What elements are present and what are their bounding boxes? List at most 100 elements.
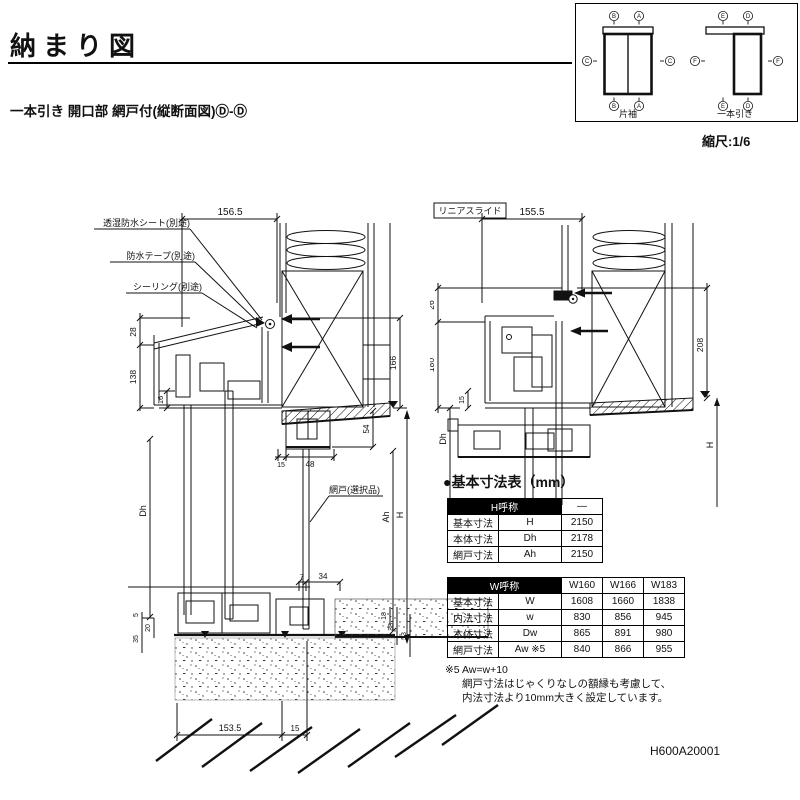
dim-label-15b: 15 <box>291 724 300 733</box>
title-underline <box>8 62 572 64</box>
marker-letter: E <box>721 104 725 110</box>
dim-label-180: 180 <box>430 358 436 372</box>
marker-letter: B <box>612 104 616 110</box>
marker-letter: F <box>693 59 697 65</box>
table-row: 本体寸法 Dh 2178 <box>447 530 603 547</box>
footnote-line: 内法寸法より10mm大きく設定しています。 <box>462 692 669 704</box>
section-subtitle: 一本引き 開口部 網戸付(縦断面図)Ⓓ-Ⓓ <box>10 104 247 119</box>
dim-label-h: H <box>395 512 405 519</box>
row-name: 本体寸法 <box>447 530 499 547</box>
table-row: 網戸寸法 Aw ※5 840 866 955 <box>447 641 685 658</box>
row-name: 基本寸法 <box>447 593 499 610</box>
row-symbol: Dw <box>498 625 562 642</box>
dim-label-18: 18 <box>381 612 388 620</box>
floor-and-deck <box>159 402 391 425</box>
dim-right-chain <box>577 283 720 507</box>
dim-label-top-width: 155.5 <box>519 207 544 218</box>
dim-right-chain <box>146 314 410 644</box>
head-frame-profile <box>484 290 590 505</box>
dim-label-28: 28 <box>128 327 138 337</box>
callout-leaders <box>94 228 275 329</box>
marker-letter: D <box>746 14 751 20</box>
w-table-col: W160 <box>561 577 603 594</box>
key-label-katasode: 片袖 <box>619 108 637 119</box>
callout-waterproof-sheet: 透湿防水シート(別途) <box>103 217 190 228</box>
h-table-header: H呼称 <box>447 498 562 515</box>
dim-label-top-width: 156.5 <box>217 207 242 218</box>
row-value: 1838 <box>643 593 685 610</box>
row-value: 955 <box>643 641 685 658</box>
row-symbol: Dh <box>498 530 562 547</box>
row-value: 840 <box>561 641 603 658</box>
row-name: 網戸寸法 <box>447 641 499 658</box>
dim-label-20: 20 <box>145 624 152 632</box>
footnote-line: ※5 Aw=w+10 <box>445 664 508 676</box>
row-symbol: W <box>498 593 562 610</box>
row-value: 866 <box>602 641 644 658</box>
row-value: 856 <box>602 609 644 626</box>
h-dimension-table: H呼称 ― 基本寸法 H 2150 本体寸法 Dh 2178 網戸寸法 Ah 2… <box>447 498 603 563</box>
callout-screen-door: 網戸(選択品) <box>329 484 380 495</box>
marker-letter: E <box>721 14 725 20</box>
footnote-line: 網戸寸法はじゃくりなしの額縁も考慮して、 <box>462 678 672 690</box>
row-value: 891 <box>602 625 644 642</box>
table-row: 基本寸法 W 1608 1660 1838 <box>447 593 685 610</box>
page-title: 納まり図 <box>10 31 143 61</box>
dim-label-15: 15 <box>459 396 466 404</box>
sill-foundation <box>128 578 489 701</box>
dim-bottom-width <box>173 641 311 741</box>
dim-label-35: 35 <box>133 635 140 643</box>
row-value: 830 <box>561 609 603 626</box>
row-value: 865 <box>561 625 603 642</box>
row-symbol: w <box>498 609 562 626</box>
wall-construction <box>279 223 391 408</box>
dim-top-width <box>478 213 586 303</box>
row-value: 2178 <box>561 530 603 547</box>
key-diagram-katasode <box>582 11 676 112</box>
left-section-drawing: 156.5 透湿防水シート(別途) 防水テープ(別途) シーリング(別途) 網戸… <box>94 207 499 774</box>
dimension-table-section: ●基本寸法表（mm） H呼称 ― 基本寸法 H 2150 本体寸法 Dh 217… <box>443 472 693 705</box>
marker-letter: A <box>637 14 641 20</box>
dim-label-dh: Dh <box>138 505 148 517</box>
table-row: 内法寸法 w 830 856 945 <box>447 609 685 626</box>
w-table-col: W183 <box>643 577 685 594</box>
dim-label-208: 208 <box>695 338 705 352</box>
dim-label-15a: 15 <box>277 462 285 469</box>
w-dimension-table: W呼称 W160 W166 W183 基本寸法 W 1608 1660 1838… <box>447 577 685 658</box>
row-name: 内法寸法 <box>447 609 499 626</box>
section-key-box: B A C C B A E D F F E D 片袖 一本引き <box>575 3 798 122</box>
row-name: 基本寸法 <box>447 514 499 531</box>
marker-letter: C <box>585 59 590 65</box>
marker-letter: A <box>637 104 641 110</box>
table-row: 基本寸法 H 2150 <box>447 514 603 531</box>
dim-label-53: 53 <box>401 632 408 640</box>
dim-label-54: 54 <box>362 424 371 433</box>
w-table-col: W166 <box>602 577 644 594</box>
table-row: 本体寸法 Dw 865 891 980 <box>447 625 685 642</box>
document-code: H600A20001 <box>650 744 721 758</box>
dim-label-38: 38 <box>388 623 395 631</box>
dim-label-26: 26 <box>430 300 436 310</box>
dim-label-138: 138 <box>128 370 138 384</box>
row-symbol: Ah <box>498 546 562 563</box>
row-symbol: Aw ※5 <box>498 641 562 658</box>
ground-hatch <box>155 704 499 774</box>
marker-letter: C <box>668 59 673 65</box>
dim-label-h: H <box>705 442 715 449</box>
marker-letter: B <box>612 14 616 20</box>
dim-label-16: 16 <box>156 396 165 404</box>
dim-label-48: 48 <box>306 460 315 469</box>
sill-profile <box>447 418 591 458</box>
row-value: 2150 <box>561 546 603 563</box>
w-table-header: W呼称 <box>447 577 562 594</box>
scale-label: 縮尺:1/6 <box>702 134 751 149</box>
table-footnote: ※5 Aw=w+10 網戸寸法はじゃくりなしの額縁も考慮して、 内法寸法より10… <box>445 663 693 705</box>
dim-label-7: 7 <box>300 572 304 581</box>
callout-sealing: シーリング(別途) <box>133 281 202 292</box>
floor-and-deck <box>589 391 710 416</box>
row-value: 945 <box>643 609 685 626</box>
callout-waterproof-tape: 防水テープ(別途) <box>127 250 195 261</box>
row-value: 1660 <box>602 593 644 610</box>
row-name: 網戸寸法 <box>447 546 499 563</box>
dim-left-chain <box>434 283 562 507</box>
